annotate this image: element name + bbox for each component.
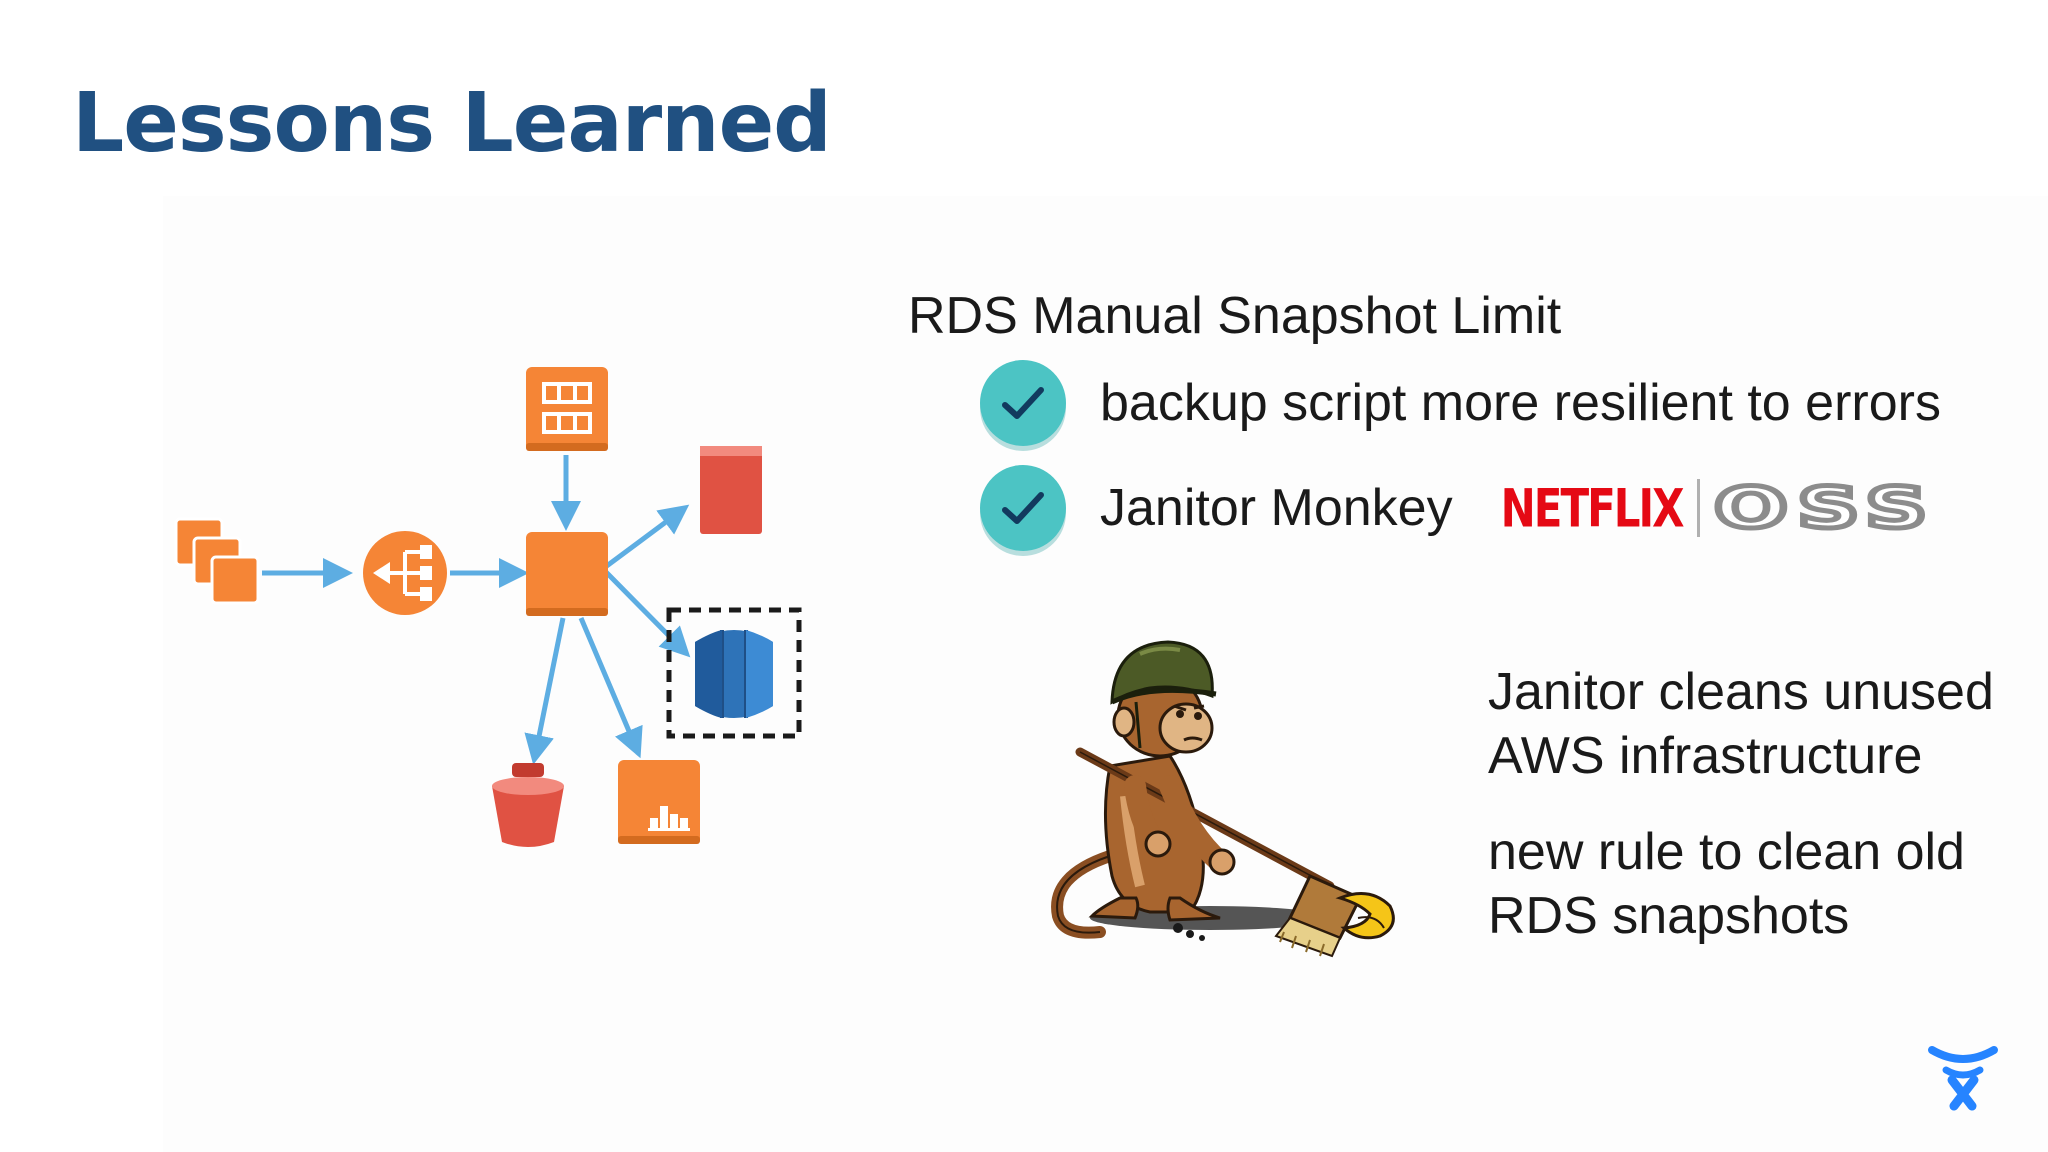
check-item-janitor-monkey: Janitor Monkey NETFLIX OSS	[980, 463, 1931, 553]
diagram-arrows	[262, 455, 691, 765]
description-line: AWS infrastructure	[1488, 727, 1923, 785]
load-balancer-icon	[363, 531, 447, 615]
rds-database-icon	[666, 607, 802, 739]
dynamodb-table-icon	[700, 446, 762, 534]
description-line: Janitor cleans unused	[1488, 663, 1994, 721]
content-panel	[163, 196, 2048, 1152]
snapshot-limit-heading: RDS Manual Snapshot Limit	[908, 287, 1562, 345]
check-item-label: Janitor Monkey	[1100, 479, 1453, 537]
check-item-backup-script: backup script more resilient to errors	[980, 358, 1941, 448]
slide-title: Lessons Learned	[72, 76, 832, 171]
check-item-label: backup script more resilient to errors	[1100, 374, 1941, 432]
arrow-instance-to-s3	[524, 617, 566, 765]
checkmark-icon	[980, 360, 1066, 446]
description-janitor: Janitor cleans unused AWS infrastructure	[1488, 660, 1994, 788]
sqs-queue-icon	[526, 367, 608, 451]
janitor-monkey-illustration	[1051, 640, 1395, 958]
oss-logo: OSS	[1710, 473, 1937, 543]
description-line: RDS snapshots	[1488, 887, 1850, 945]
ec2-instance-icon	[526, 532, 608, 616]
logo-divider	[1696, 479, 1700, 537]
arrow-instance-to-cloudwatch	[578, 617, 643, 759]
arrow-instance-to-dynamodb	[602, 504, 690, 571]
atlassian-logo-icon	[1928, 1046, 1998, 1111]
checkmark-icon	[980, 465, 1066, 551]
ec2-instances-icon	[174, 517, 260, 605]
description-line: new rule to clean old	[1488, 823, 1965, 881]
s3-bucket-icon	[492, 763, 564, 847]
description-new-rule: new rule to clean old RDS snapshots	[1488, 820, 1965, 948]
netflix-logo: NETFLIX	[1500, 477, 1685, 539]
cloudwatch-icon	[618, 760, 700, 844]
